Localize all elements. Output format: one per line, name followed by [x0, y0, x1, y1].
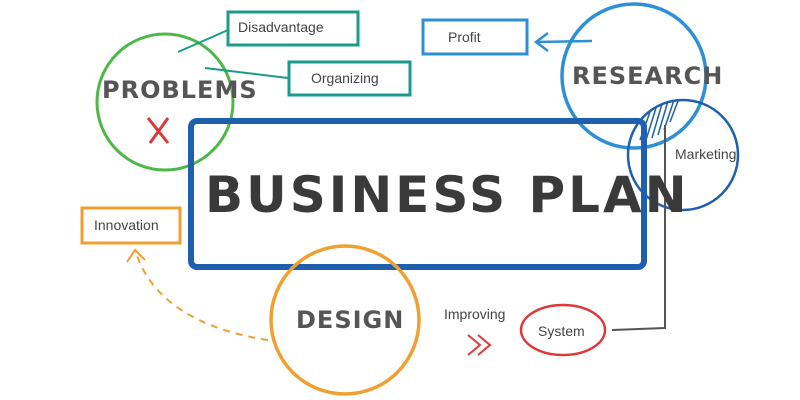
problems-circle: [95, 32, 235, 172]
design-circle: [269, 244, 421, 396]
business-plan-frame: [188, 118, 647, 270]
design-label: DESIGN: [296, 306, 405, 334]
innovation-label: Innovation: [94, 217, 159, 233]
page-title: BUSINESS PLAN: [205, 166, 690, 224]
x-mark-icon: [146, 117, 170, 144]
connector-organizing: [204, 67, 289, 79]
organizing-label: Organizing: [311, 70, 379, 86]
improving-label: Improving: [444, 306, 506, 322]
connector-disadvantage: [177, 29, 229, 53]
research-label: RESEARCH: [572, 62, 724, 90]
connector-system-marketing: [611, 125, 666, 331]
marketing-circle: [626, 98, 740, 212]
profit-label: Profit: [448, 29, 481, 45]
profit-box: [421, 18, 529, 56]
system-ellipse: [519, 303, 607, 357]
organizing-box: [287, 60, 412, 97]
dashed-arrow-innovation: [135, 251, 269, 341]
problems-label: PROBLEMS: [102, 76, 258, 104]
arrow-to-profit: [533, 32, 593, 52]
research-circle: [560, 2, 708, 150]
disadvantage-box: [226, 10, 360, 47]
arrowhead-innovation: [126, 248, 146, 263]
double-chevron-icon: [467, 334, 492, 356]
disadvantage-label: Disadvantage: [238, 19, 324, 35]
system-label: System: [538, 323, 585, 339]
marketing-label: Marketing: [675, 146, 737, 162]
innovation-box: [80, 206, 182, 245]
